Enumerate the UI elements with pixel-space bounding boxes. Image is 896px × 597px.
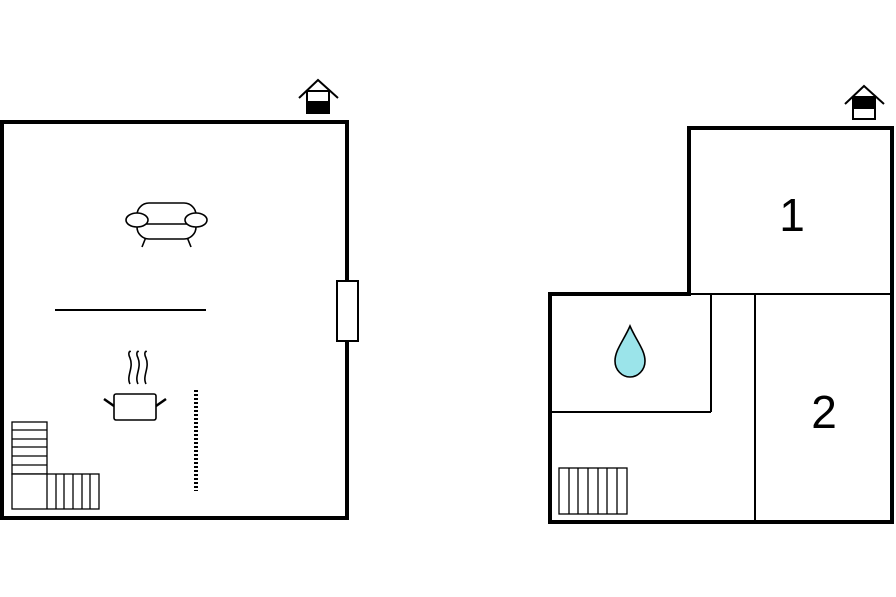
upper-floor: 1 2 xyxy=(548,84,894,524)
room-label-1: 1 xyxy=(779,189,805,241)
staircase-icon xyxy=(11,421,100,510)
interior-walls xyxy=(550,293,892,522)
staircase-icon xyxy=(558,467,628,515)
house-floor-indicator-icon xyxy=(298,78,339,114)
sofa-icon xyxy=(125,202,208,248)
upper-floor-outline xyxy=(548,126,894,524)
window-icon xyxy=(336,280,359,342)
water-drop-icon xyxy=(614,323,646,378)
ground-floor-outline xyxy=(0,120,349,520)
house-floor-indicator-icon xyxy=(844,84,885,120)
ground-floor xyxy=(0,78,359,520)
cooking-pot-icon xyxy=(103,350,167,421)
room-label-2: 2 xyxy=(811,386,837,438)
